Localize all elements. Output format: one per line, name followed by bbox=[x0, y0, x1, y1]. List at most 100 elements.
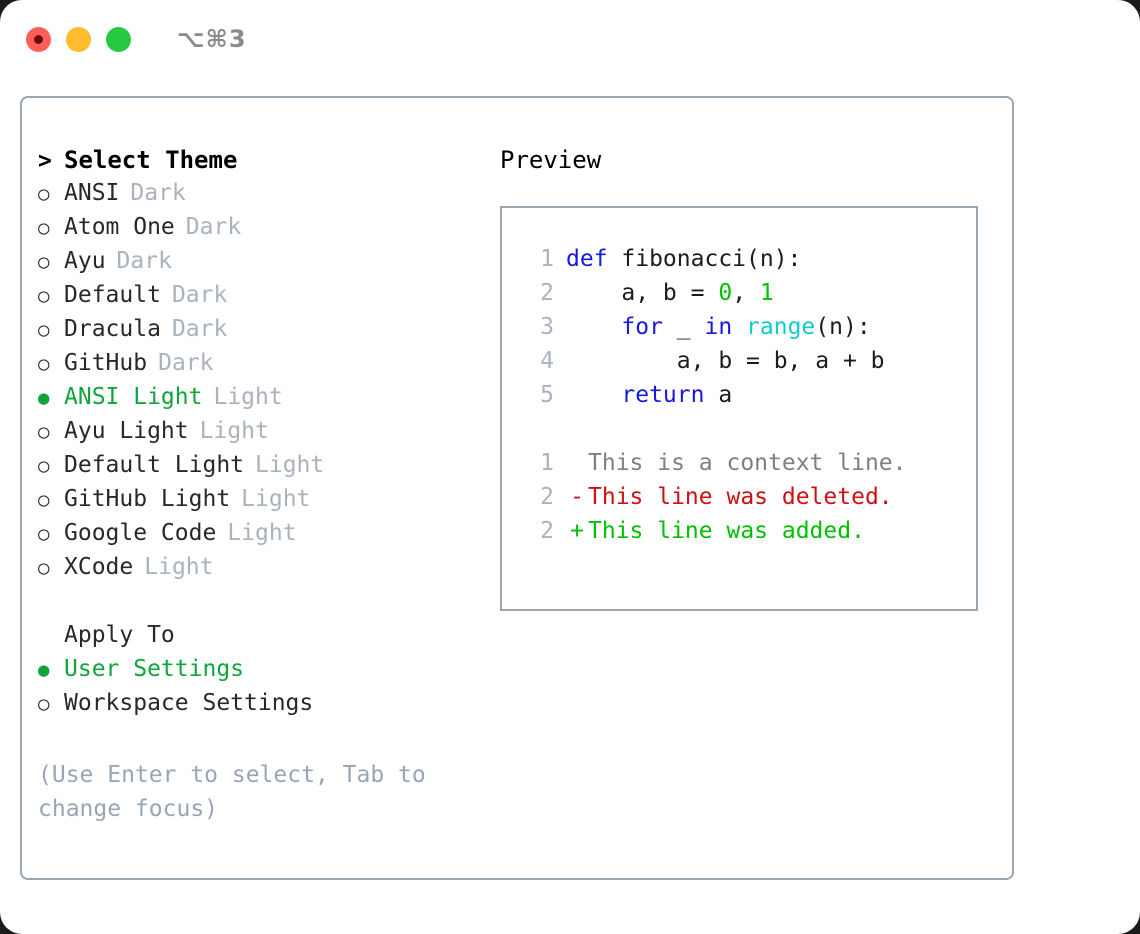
code-text: a, b = 0, 1 bbox=[566, 280, 774, 306]
line-number: 2 bbox=[540, 280, 554, 306]
token-num: 0 bbox=[718, 280, 733, 306]
title-bar: ⌥⌘3 bbox=[0, 0, 1140, 78]
radio-unselected-icon: ○ bbox=[38, 421, 50, 443]
theme-list-item[interactable]: ○ Default Light Light bbox=[38, 452, 488, 486]
code-line: 2 a, b = 0, 1 bbox=[520, 280, 976, 314]
radio-unselected-icon: ○ bbox=[38, 251, 50, 273]
theme-name: Atom One bbox=[64, 214, 175, 240]
header-caret-icon: > bbox=[38, 148, 52, 174]
token-id bbox=[566, 382, 621, 408]
line-number: 1 bbox=[540, 450, 554, 476]
window-title: ⌥⌘3 bbox=[177, 25, 247, 53]
radio-unselected-icon: ○ bbox=[38, 353, 50, 375]
token-id bbox=[732, 314, 746, 340]
theme-name: XCode bbox=[64, 554, 134, 580]
token-id: a, b = bbox=[566, 280, 719, 306]
token-kw: in bbox=[704, 314, 733, 340]
token-num: 1 bbox=[759, 280, 774, 306]
close-button[interactable] bbox=[26, 26, 51, 52]
theme-category: Light bbox=[241, 486, 311, 512]
token-id bbox=[566, 314, 621, 340]
token-id: (n): bbox=[815, 314, 871, 340]
radio-unselected-icon: ○ bbox=[38, 319, 50, 341]
diff-text: This is a context line. bbox=[588, 450, 907, 476]
theme-name: Default Light bbox=[64, 452, 245, 478]
theme-category: Light bbox=[227, 520, 297, 546]
code-text: def fibonacci(n): bbox=[566, 246, 801, 272]
apply-to-item[interactable]: ●User Settings bbox=[38, 656, 488, 690]
theme-list-item[interactable]: ○ Ayu Light Light bbox=[38, 418, 488, 452]
radio-selected-icon: ● bbox=[38, 387, 50, 409]
apply-to-label: User Settings bbox=[64, 656, 245, 682]
token-id: _ bbox=[662, 314, 705, 340]
radio-unselected-icon: ○ bbox=[38, 523, 50, 545]
radio-unselected-icon: ○ bbox=[38, 217, 50, 239]
theme-name: Ayu bbox=[64, 248, 106, 274]
radio-unselected-icon: ○ bbox=[38, 455, 50, 477]
theme-category: Light bbox=[213, 384, 283, 410]
token-id: a bbox=[704, 382, 733, 408]
list-spacer bbox=[38, 588, 488, 622]
radio-unselected-icon: ○ bbox=[38, 183, 50, 205]
diff-text: This line was added. bbox=[588, 518, 865, 544]
theme-category: Light bbox=[199, 418, 269, 444]
theme-category: Light bbox=[144, 554, 214, 580]
radio-unselected-icon: ○ bbox=[38, 285, 50, 307]
code-text: for _ in range(n): bbox=[566, 314, 871, 340]
theme-name: GitHub Light bbox=[64, 486, 231, 512]
theme-name: ANSI bbox=[64, 180, 120, 206]
minimize-button[interactable] bbox=[66, 26, 91, 52]
theme-category: Dark bbox=[171, 282, 228, 308]
theme-name: Ayu Light bbox=[64, 418, 189, 444]
theme-list-item[interactable]: ○ Google Code Light bbox=[38, 520, 488, 554]
theme-list-item[interactable]: ○ Dracula Dark bbox=[38, 316, 488, 350]
radio-unselected-icon: ○ bbox=[38, 693, 50, 715]
theme-picker-title: Select Theme bbox=[64, 146, 238, 174]
theme-name: ANSI Light bbox=[64, 384, 203, 410]
token-id: , bbox=[732, 280, 760, 306]
apply-to-item[interactable]: ○ Workspace Settings bbox=[38, 690, 488, 724]
token-id: fibonacci(n): bbox=[621, 246, 802, 272]
code-diff-separator bbox=[520, 416, 976, 450]
code-line: 4 a, b = b, a + b bbox=[520, 348, 976, 382]
diff-sign: - bbox=[570, 484, 584, 510]
theme-list-item[interactable]: ○ ANSI Dark bbox=[38, 180, 488, 214]
theme-list-item[interactable]: ○ Atom One Dark bbox=[38, 214, 488, 248]
apply-to-header: Apply To bbox=[38, 622, 488, 656]
theme-list-item[interactable]: ● ANSI Light Light bbox=[38, 384, 488, 418]
line-number: 1 bbox=[540, 246, 554, 272]
theme-list-item[interactable]: ○ XCode Light bbox=[38, 554, 488, 588]
theme-name: Dracula bbox=[64, 316, 161, 342]
theme-category: Dark bbox=[185, 214, 242, 240]
code-text: return a bbox=[566, 382, 732, 408]
diff-sign bbox=[566, 450, 588, 476]
line-number: 3 bbox=[540, 314, 554, 340]
diff-line: 2-This line was deleted. bbox=[520, 484, 976, 518]
radio-unselected-icon: ○ bbox=[38, 557, 50, 579]
theme-category: Dark bbox=[171, 316, 228, 342]
diff-sign: + bbox=[570, 518, 584, 544]
theme-list-item[interactable]: ○ Ayu Dark bbox=[38, 248, 488, 282]
token-bi: range bbox=[746, 314, 816, 340]
code-text: a, b = b, a + b bbox=[566, 348, 885, 374]
line-number: 2 bbox=[540, 484, 554, 510]
maximize-button[interactable] bbox=[106, 26, 131, 52]
theme-category: Light bbox=[255, 452, 325, 478]
token-kw: for bbox=[621, 314, 663, 340]
apply-to-label: Workspace Settings bbox=[64, 690, 314, 716]
theme-name: Google Code bbox=[64, 520, 217, 546]
theme-category: Dark bbox=[116, 248, 172, 274]
token-kw: def bbox=[566, 246, 622, 272]
code-line: 1 def fibonacci(n): bbox=[520, 246, 976, 280]
theme-name: GitHub bbox=[64, 350, 148, 376]
theme-category: Dark bbox=[130, 180, 186, 206]
